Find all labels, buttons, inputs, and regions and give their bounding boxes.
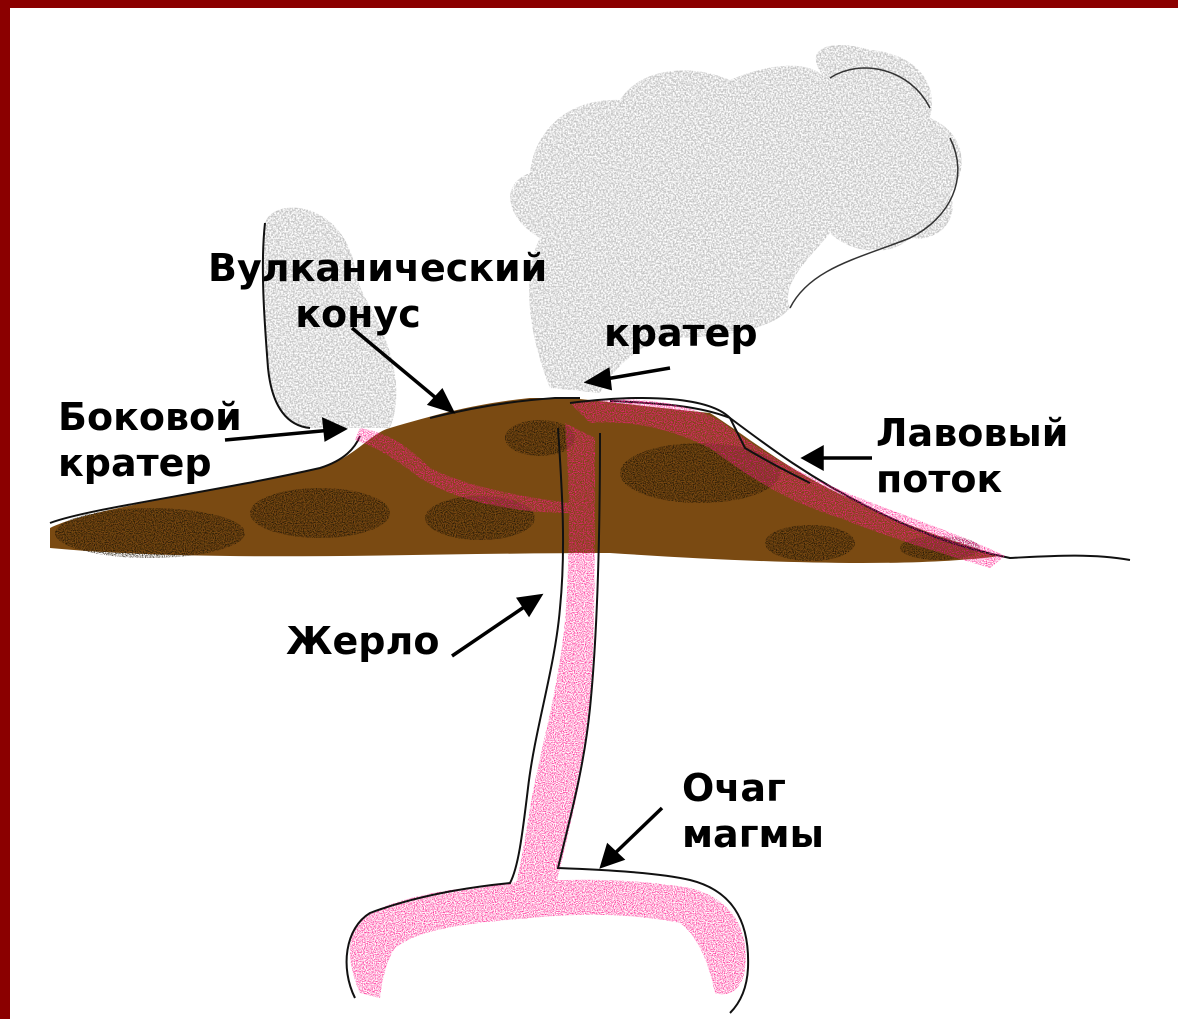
volcano-illustration <box>10 8 1178 1019</box>
arrow-magma-chamber <box>610 808 662 858</box>
diagram-canvas: Вулканический конус кратер Боковой крате… <box>10 8 1178 1019</box>
label-volcanic-cone: Вулканический конус <box>188 245 528 337</box>
arrow-lava-flow-head <box>804 448 822 468</box>
label-magma-chamber: Очаг магмы <box>682 765 852 857</box>
label-volcanic-cone-text: Вулканический конус <box>208 245 508 337</box>
label-vent: Жерло <box>286 618 439 664</box>
arrow-vent <box>452 603 530 656</box>
label-side-crater: Боковой кратер <box>58 394 258 486</box>
label-crater: кратер <box>604 310 758 356</box>
arrow-vent-head <box>519 596 540 614</box>
magma-chamber-magma <box>350 880 746 998</box>
label-lava-flow: Лавовый поток <box>876 410 1096 502</box>
